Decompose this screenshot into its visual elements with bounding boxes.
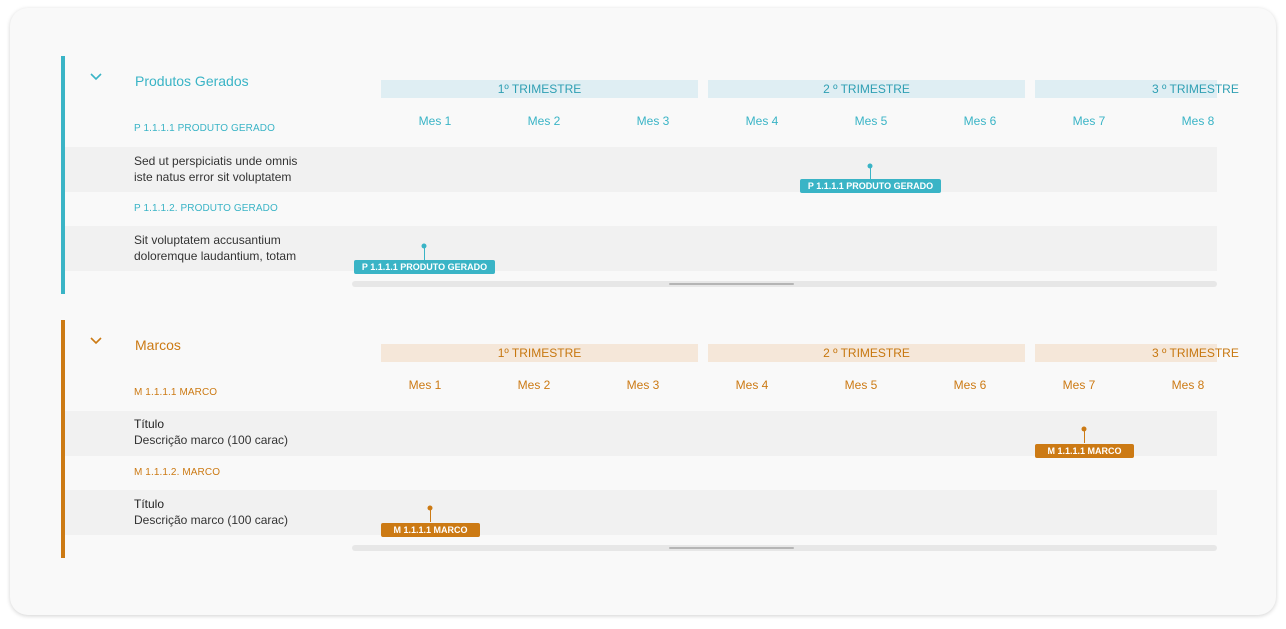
marker-tag[interactable]: P 1.1.1.1 PRODUTO GERADO (800, 179, 941, 193)
table-row[interactable] (65, 490, 1217, 535)
month-label: Mes 5 (854, 114, 888, 128)
milestone-desc: Descrição marco (100 carac) (134, 433, 289, 447)
scrollbar-thumb[interactable] (669, 547, 794, 549)
task-description-line: Sit voluptatem accusantium (134, 233, 281, 247)
month-label: Mes 7 (1062, 378, 1096, 392)
month-label: Mes 2 (517, 378, 551, 392)
quarter-header-1: 1º TRIMESTRE (381, 344, 698, 362)
marker-stem (869, 166, 871, 180)
chevron-down-icon[interactable] (89, 336, 103, 346)
month-label: Mes 2 (527, 114, 561, 128)
month-label: Mes 7 (1072, 114, 1106, 128)
task-description-line: iste natus error sit voluptatem (134, 170, 292, 184)
horizontal-scrollbar[interactable] (352, 281, 1217, 287)
task-code: P 1.1.1.1 PRODUTO GERADO (134, 123, 275, 134)
marker-tag[interactable]: M 1.1.1.1 MARCO (381, 523, 480, 537)
section-accent-bar (61, 320, 65, 558)
horizontal-scrollbar[interactable] (352, 545, 1217, 551)
section-marcos: Marcos 1º TRIMESTRE 2 º TRIMESTRE 3 º TR… (61, 320, 1239, 558)
section-accent-bar (61, 56, 65, 294)
marker-tag[interactable]: P 1.1.1.1 PRODUTO GERADO (354, 260, 495, 274)
quarter-header-3: 3 º TRIMESTRE (1035, 80, 1239, 98)
task-code: M 1.1.1.2. MARCO (134, 467, 221, 478)
task-code: M 1.1.1.1 MARCO (134, 387, 218, 398)
marker-stem (1083, 429, 1085, 443)
month-label: Mes 4 (735, 378, 769, 392)
marker-stem (423, 246, 425, 260)
task-code: P 1.1.1.2. PRODUTO GERADO (134, 203, 278, 214)
marker-tag[interactable]: M 1.1.1.1 MARCO (1035, 444, 1134, 458)
table-row[interactable] (65, 147, 1217, 192)
quarter-header-2: 2 º TRIMESTRE (708, 344, 1025, 362)
task-description-line: doloremque laudantium, totam (134, 249, 297, 263)
month-label: Mes 8 (1181, 114, 1215, 128)
quarter-header-3: 3 º TRIMESTRE (1035, 344, 1239, 362)
month-label: Mes 5 (844, 378, 878, 392)
section-title[interactable]: Produtos Gerados (135, 73, 249, 89)
milestone-desc: Descrição marco (100 carac) (134, 513, 289, 527)
month-label: Mes 8 (1171, 378, 1205, 392)
scrollbar-thumb[interactable] (669, 283, 794, 285)
table-row[interactable] (65, 411, 1217, 456)
month-label: Mes 1 (418, 114, 452, 128)
quarter-header-1: 1º TRIMESTRE (381, 80, 698, 98)
month-label: Mes 3 (626, 378, 660, 392)
month-label: Mes 1 (408, 378, 442, 392)
marker-stem (429, 508, 431, 522)
milestone-title: Título (134, 497, 165, 511)
section-produtos-gerados: Produtos Gerados 1º TRIMESTRE 2 º TRIMES… (61, 56, 1239, 294)
task-description: Sit voluptatem accusantium doloremque la… (134, 232, 296, 264)
chevron-down-icon[interactable] (89, 72, 103, 82)
month-label: Mes 6 (953, 378, 987, 392)
milestone-description: Título Descrição marco (100 carac) (134, 496, 288, 528)
task-description-line: Sed ut perspiciatis unde omnis (134, 154, 298, 168)
month-label: Mes 4 (745, 114, 779, 128)
quarter-header-2: 2 º TRIMESTRE (708, 80, 1025, 98)
section-title[interactable]: Marcos (135, 337, 181, 353)
month-label: Mes 6 (963, 114, 997, 128)
milestone-description: Título Descrição marco (100 carac) (134, 416, 288, 448)
table-row[interactable] (65, 226, 1217, 271)
milestone-title: Título (134, 417, 165, 431)
month-label: Mes 3 (636, 114, 670, 128)
task-description: Sed ut perspiciatis unde omnis iste natu… (134, 153, 297, 185)
